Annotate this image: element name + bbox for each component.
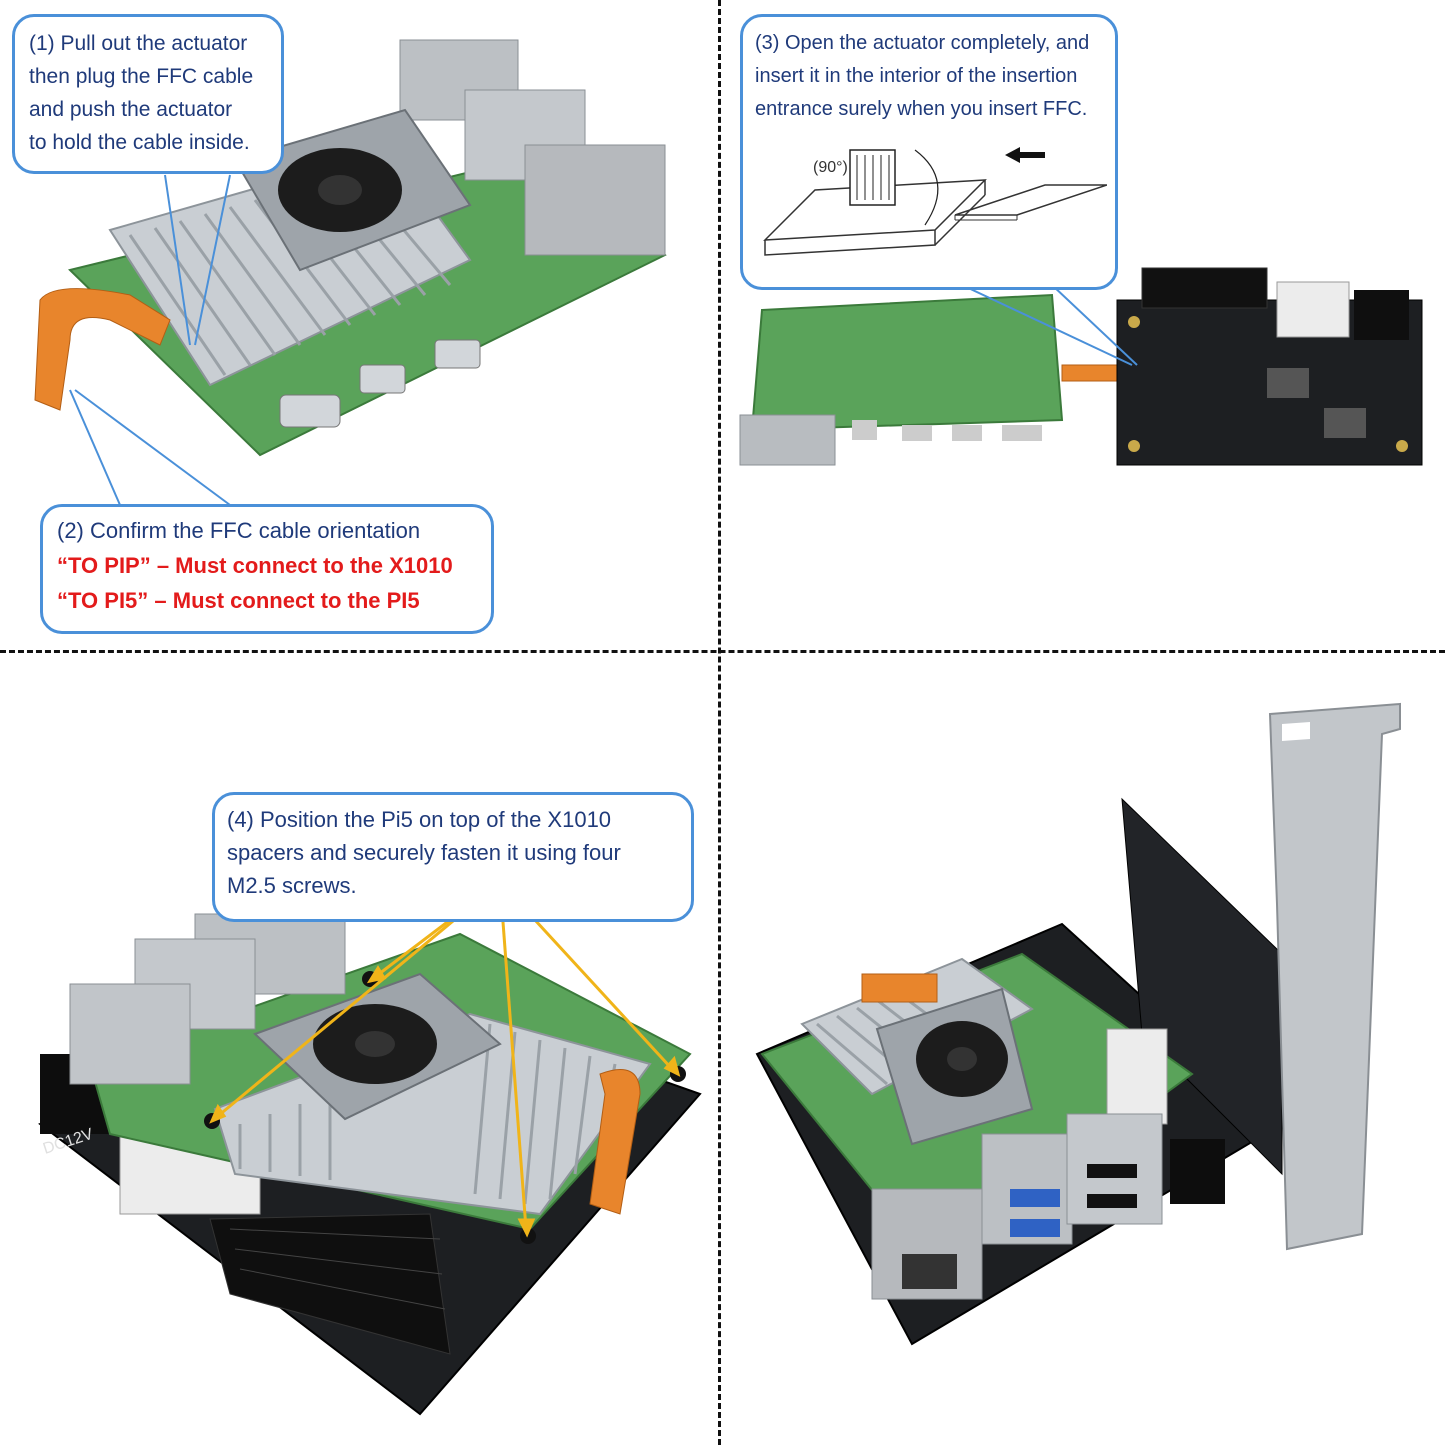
- panel-step3: (3) Open the actuator completely, and in…: [722, 0, 1445, 648]
- assembled-unit-photo: [755, 702, 1401, 1346]
- step4-line-1: (4) Position the Pi5 on top of the X1010: [227, 807, 612, 832]
- insert-arrow-icon: [1005, 147, 1045, 163]
- step3-line-1: (3) Open the actuator completely, and: [755, 32, 1090, 54]
- step1-line-4: to hold the cable inside.: [29, 131, 250, 154]
- step1-line-3: and push the actuator: [29, 98, 233, 121]
- pi5-cooler-photo: [34, 39, 667, 506]
- connector-diagram-icon: (90°): [763, 147, 1108, 256]
- horizontal-divider: [0, 650, 1445, 653]
- panel-assembled: [722, 654, 1445, 1445]
- step1-line-1: (1) Pull out the actuator: [29, 32, 248, 55]
- step4-callout: (4) Position the Pi5 on top of the X1010…: [212, 792, 694, 922]
- step2-title: (2) Confirm the FFC cable orientation: [57, 518, 421, 543]
- pi5-on-x1010-photo: DC12V: [38, 880, 702, 1416]
- step4-line-2: spacers and securely fasten it using fou…: [227, 840, 621, 865]
- diagram-angle-label: (90°): [813, 159, 848, 176]
- step1-callout: (1) Pull out the actuator then plug the …: [12, 14, 284, 174]
- step3-callout: (3) Open the actuator completely, and in…: [740, 14, 1118, 290]
- step2-callout: (2) Confirm the FFC cable orientation “T…: [40, 504, 494, 634]
- panel-step4: DC12V (4) Position the Pi5 on top of the…: [0, 654, 716, 1445]
- step2-warning-pi5: “TO PI5” – Must connect to the PI5: [57, 588, 420, 613]
- panel-step1: (1) Pull out the actuator then plug the …: [0, 0, 716, 648]
- vertical-divider: [718, 0, 721, 1445]
- step4-line-3: M2.5 screws.: [227, 873, 357, 898]
- step3-line-2: insert it in the interior of the inserti…: [755, 65, 1078, 87]
- step1-line-2: then plug the FFC cable: [29, 65, 254, 88]
- step2-warning-x1010: “TO PIP” – Must connect to the X1010: [57, 553, 453, 578]
- step3-line-3: entrance surely when you insert FFC.: [755, 98, 1088, 120]
- ffc-connection-photo: [739, 267, 1423, 466]
